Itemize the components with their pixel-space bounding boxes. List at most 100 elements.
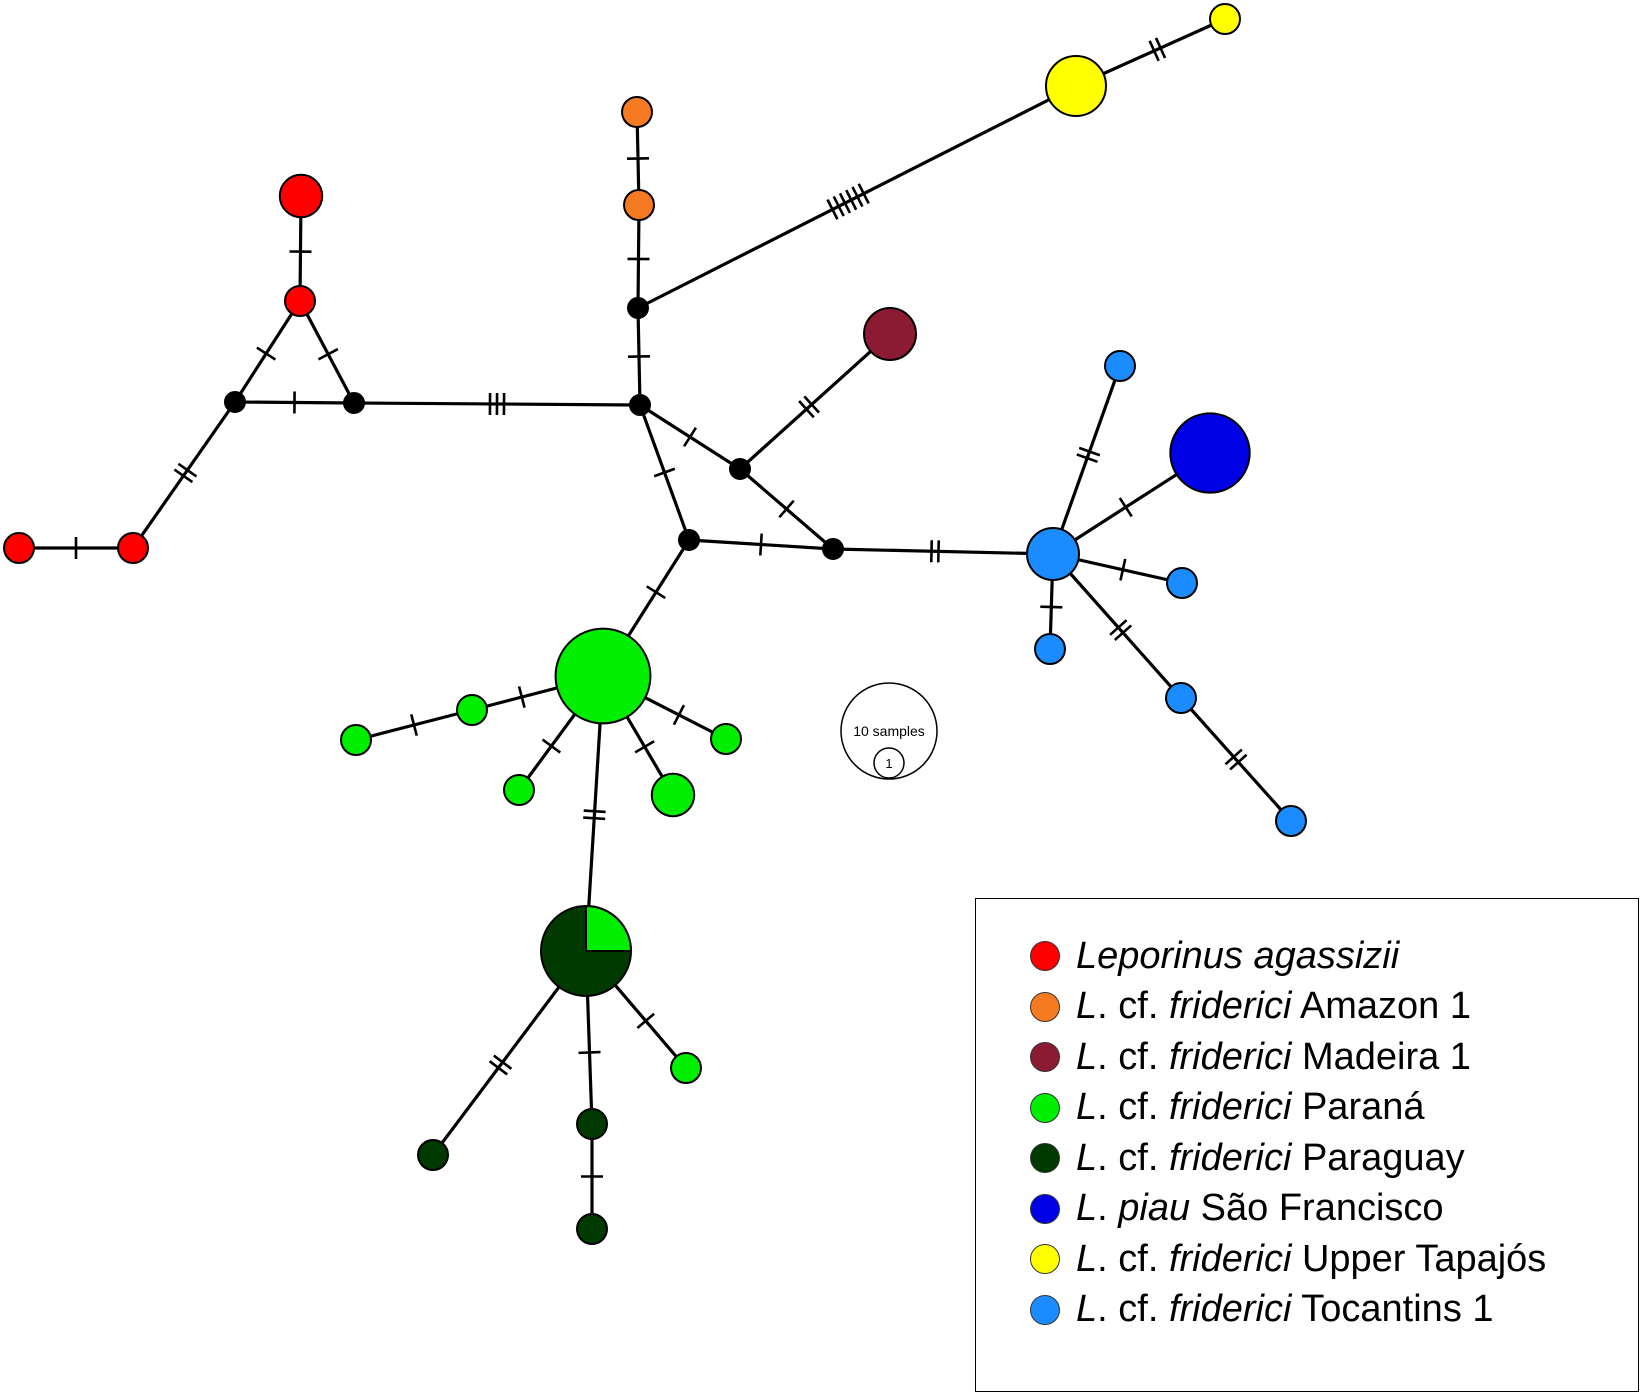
haplotype-node-r3 xyxy=(117,532,149,564)
legend-swatch xyxy=(1030,1092,1060,1123)
legend-item-paraguay: L. cf. friderici Paraguay xyxy=(1030,1135,1465,1181)
legend-label-part: friderici xyxy=(1168,1035,1292,1078)
mutation-tick xyxy=(653,467,676,478)
haplotype-node-g5 xyxy=(710,723,742,755)
mutation-tick xyxy=(541,738,562,754)
haplotype-node-g2 xyxy=(340,724,372,756)
mutation-tick xyxy=(488,1060,508,1076)
legend-label-part: . cf. xyxy=(1097,985,1169,1027)
legend-swatch xyxy=(1030,1143,1060,1173)
edge-o2-m3 xyxy=(636,203,641,310)
mutation-tick xyxy=(1224,748,1243,766)
mutation-tick xyxy=(826,199,839,220)
legend-item-madeira1: L. cf. friderici Madeira 1 xyxy=(1030,1034,1471,1080)
mutation-tick xyxy=(798,400,815,419)
haplotype-node-d2 xyxy=(576,1108,608,1140)
legend-label-part: piau xyxy=(1118,1187,1191,1229)
haplotype-node-t2 xyxy=(1166,567,1198,599)
legend-item-amazon1: L. cf. friderici Amazon 1 xyxy=(1030,984,1471,1030)
legend-item-agassizii: Leporinus agassizii xyxy=(1030,933,1399,979)
legend-label-part: L xyxy=(1076,1136,1098,1179)
legend-label-part: Amazon 1 xyxy=(1291,985,1471,1027)
legend-item-tapajos: L. cf. friderici Upper Tapajós xyxy=(1030,1236,1546,1282)
haplotype-node-o1 xyxy=(621,96,653,128)
median-vector-m7 xyxy=(822,538,844,560)
edge-t4-t5 xyxy=(1179,696,1293,823)
mutation-tick xyxy=(1040,605,1063,609)
mutation-tick xyxy=(583,809,606,814)
legend-label-part: São Francisco xyxy=(1190,1187,1444,1229)
scale-label-small: 1 xyxy=(885,756,892,771)
haplotype-node-r2 xyxy=(284,285,316,317)
mutation-tick xyxy=(759,533,763,556)
legend-swatch xyxy=(1030,1294,1060,1325)
mutation-tick xyxy=(173,468,194,484)
edge-r2-m1 xyxy=(233,299,302,404)
haplotype-node-t4 xyxy=(1165,682,1197,714)
scale-circle-small xyxy=(873,747,905,779)
legend-label-part: . cf. xyxy=(1097,1288,1169,1330)
mutation-tick xyxy=(832,195,845,217)
legend-label-part: Upper Tapajós xyxy=(1291,1237,1547,1280)
legend-label-part: Madeira 1 xyxy=(1291,1035,1471,1078)
mutation-tick xyxy=(1229,753,1248,771)
mutation-tick xyxy=(583,816,606,821)
legend-label: Leporinus agassizii xyxy=(1076,935,1399,978)
mutation-tick xyxy=(517,686,526,709)
legend-swatch xyxy=(1030,941,1060,971)
legend-swatch xyxy=(1030,1193,1060,1224)
mutation-tick xyxy=(857,183,870,205)
legend-label-part: . cf. xyxy=(1097,1086,1169,1128)
pie-slice-parana xyxy=(585,904,633,952)
scale-label-large: 10 samples xyxy=(853,723,925,739)
edge-r2-m2 xyxy=(298,299,356,405)
legend-label: L. cf. friderici Paraná xyxy=(1076,1086,1425,1129)
legend-label-part: L xyxy=(1076,985,1098,1027)
haplotype-node-mad xyxy=(863,307,917,361)
median-vector-m4 xyxy=(629,394,651,416)
mutation-tick xyxy=(851,186,864,208)
mutation-tick xyxy=(1118,497,1133,518)
legend-label-part: Paraguay xyxy=(1291,1136,1465,1179)
legend-label-part: friderici xyxy=(1168,1237,1292,1280)
legend-label-part: friderici xyxy=(1168,1136,1292,1179)
mutation-tick xyxy=(636,1012,655,1030)
legend-label-part: . cf. xyxy=(1097,1035,1169,1078)
haplotype-node-pc xyxy=(540,904,633,997)
mutation-tick xyxy=(845,189,858,211)
legend-label-part: L xyxy=(1076,1086,1098,1128)
legend-label-part: . xyxy=(1097,1187,1119,1229)
haplotype-node-g1 xyxy=(456,694,488,726)
haplotype-node-g6 xyxy=(670,1052,702,1084)
median-vector-m2 xyxy=(343,392,365,414)
legend-label: L. piau São Francisco xyxy=(1076,1187,1444,1230)
legend-label-part: L xyxy=(1076,1035,1098,1078)
legend-swatch xyxy=(1030,1244,1060,1274)
legend-item-tocantins1: L. cf. friderici Tocantins 1 xyxy=(1030,1287,1494,1333)
mutation-tick xyxy=(177,462,198,478)
size-scale: 10 samples 1 xyxy=(840,682,938,780)
legend-label: L. cf. friderici Tocantins 1 xyxy=(1076,1288,1494,1331)
haplotype-node-g3 xyxy=(503,774,535,806)
legend-label-part: friderici xyxy=(1168,1288,1292,1330)
edge-m7-tc xyxy=(831,547,1055,556)
haplotype-node-r4 xyxy=(3,532,35,564)
mutation-tick xyxy=(317,347,339,361)
mutation-tick xyxy=(634,740,655,754)
legend-swatch xyxy=(1030,1042,1060,1072)
mutation-tick xyxy=(682,427,698,447)
haplotype-node-d1 xyxy=(417,1139,449,1171)
mutation-tick xyxy=(1076,453,1098,464)
haplotype-node-r1 xyxy=(278,173,324,219)
mutation-tick xyxy=(803,395,820,414)
legend-label-part: friderici xyxy=(1168,985,1292,1027)
network-nodes xyxy=(3,3,1307,1245)
legend-label-part: friderici xyxy=(1168,1086,1292,1128)
legend-label: L. cf. friderici Amazon 1 xyxy=(1076,985,1471,1028)
legend-label-part: Paraná xyxy=(1291,1086,1425,1128)
mutation-tick xyxy=(1078,446,1101,457)
legend-label: L. cf. friderici Paraguay xyxy=(1076,1137,1465,1180)
legend-label-part: L xyxy=(1076,1187,1098,1229)
legend-label: L. cf. friderici Madeira 1 xyxy=(1076,1036,1471,1079)
